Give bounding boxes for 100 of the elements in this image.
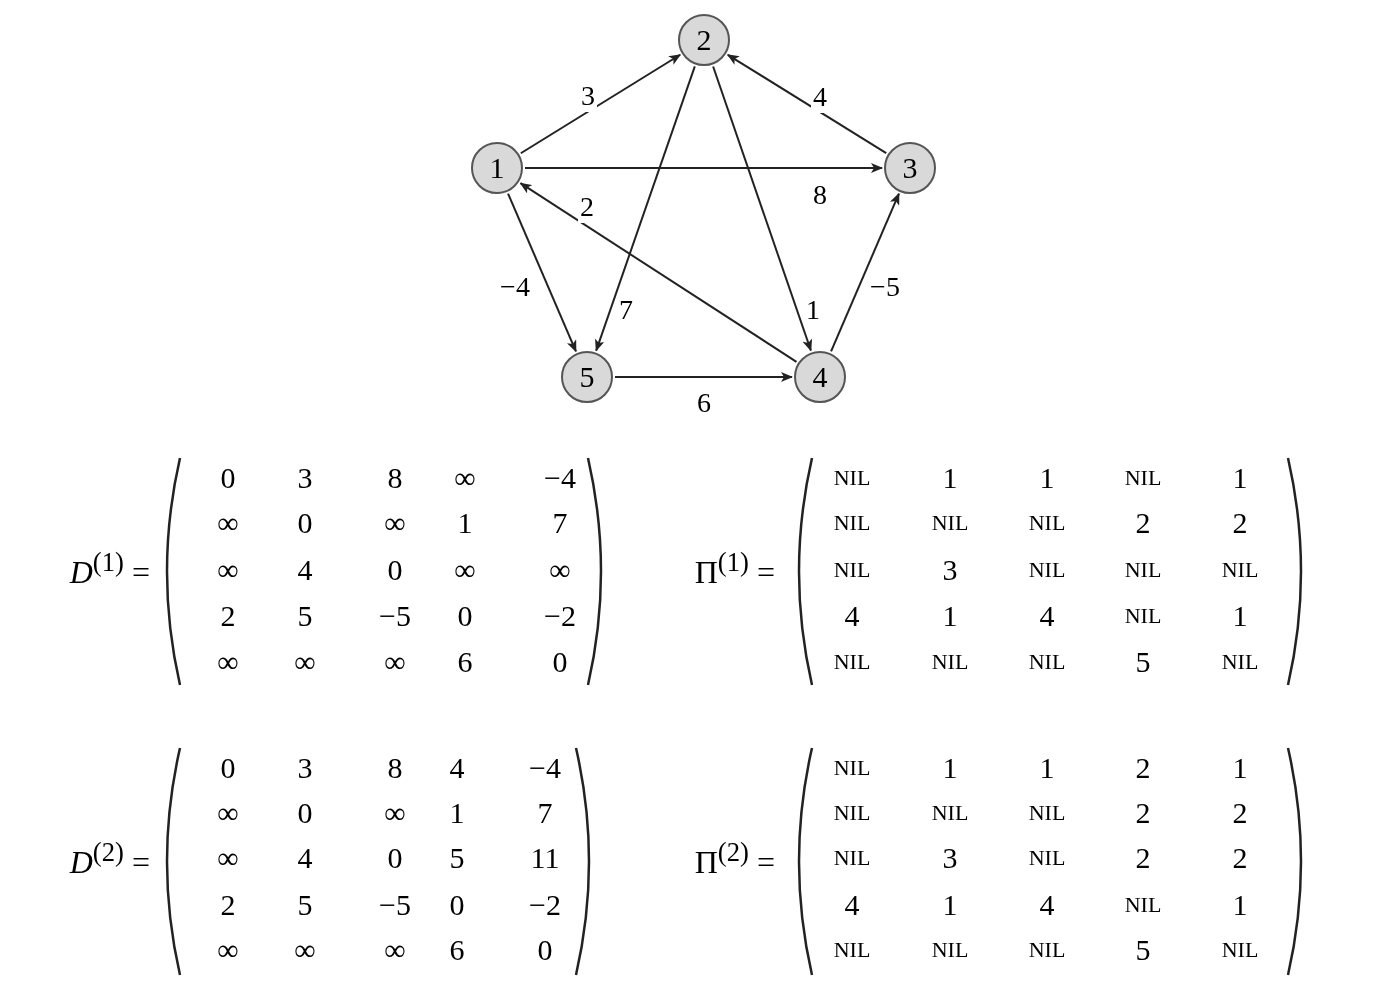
matrix-entry: NIL: [1028, 651, 1066, 673]
matrix-entry: 5: [1135, 647, 1151, 677]
matrix-entry: 1: [449, 798, 465, 828]
matrix-entry: 8: [387, 753, 403, 783]
matrix-entry: 1: [457, 508, 473, 538]
matrix-entry: 4: [1039, 601, 1055, 631]
matrix-entry: 2: [1135, 753, 1151, 783]
matrix-entry: −5: [379, 601, 411, 631]
vertex-circle: 3: [884, 142, 936, 194]
matrix-entry: ∞: [217, 555, 239, 585]
matrix-entry: 2: [1232, 843, 1248, 873]
matrix-name: D$^{(2)}$ =: [69, 836, 150, 881]
matrix-entry: NIL: [833, 802, 871, 824]
matrix-entry: −4: [529, 753, 561, 783]
arrow: [524, 163, 883, 173]
matrix-entry: 1: [1039, 463, 1055, 493]
matrix-name: Π$^{(2)}$ =: [694, 836, 775, 881]
matrix-name: Π$^{(1)}$ =: [694, 546, 775, 591]
matrix-entry: 6: [449, 935, 465, 965]
matrix-entry: 2: [1135, 508, 1151, 538]
arrow: [595, 65, 696, 352]
matrix-entry: NIL: [1124, 559, 1162, 581]
matrix-entry: ∞: [549, 555, 571, 585]
matrix-entry: 3: [297, 463, 313, 493]
matrix-entry: NIL: [1124, 894, 1162, 916]
matrix-entry: −4: [544, 463, 576, 493]
matrix-entry: 2: [220, 601, 236, 631]
matrix-entry: ∞: [217, 508, 239, 538]
matrix-entry: NIL: [1221, 651, 1259, 673]
vertex-circle: 2: [678, 14, 730, 66]
matrix-entry: ∞: [384, 798, 406, 828]
matrix-entry: NIL: [931, 939, 969, 961]
matrix-entry: 2: [220, 890, 236, 920]
matrix-entry: 4: [844, 890, 860, 920]
matrix-entry: 2: [1232, 798, 1248, 828]
matrix-entry: NIL: [1221, 939, 1259, 961]
matrix-entry: ∞: [454, 555, 476, 585]
matrix-entry: NIL: [1028, 512, 1066, 534]
matrix-entry: ∞: [384, 935, 406, 965]
matrix-entry: NIL: [931, 651, 969, 673]
matrix-entry: ∞: [217, 798, 239, 828]
matrix-entry: 3: [942, 555, 958, 585]
vertex-circle: 1: [471, 142, 523, 194]
arrow: [519, 53, 682, 155]
matrix-entry: 7: [537, 798, 553, 828]
matrix-entry: NIL: [833, 559, 871, 581]
matrix-entry: 4: [844, 601, 860, 631]
matrix-entry: −5: [379, 890, 411, 920]
matrix-entry: 4: [297, 843, 313, 873]
matrix-entry: ∞: [294, 647, 316, 677]
matrix-entry: 6: [457, 647, 473, 677]
matrix-entry: 0: [220, 463, 236, 493]
matrix-entry: NIL: [931, 802, 969, 824]
matrix-entry: 3: [942, 843, 958, 873]
matrix-entry: 0: [449, 890, 465, 920]
matrix-entry: 1: [1232, 601, 1248, 631]
matrix-entry: 1: [942, 601, 958, 631]
matrix-entry: NIL: [1124, 605, 1162, 627]
matrix-entry: 11: [530, 843, 560, 873]
matrix-entry: −2: [544, 601, 576, 631]
matrix-entry: ∞: [217, 843, 239, 873]
arrow: [712, 65, 813, 352]
matrix-entry: NIL: [1028, 939, 1066, 961]
matrix-entry: 0: [537, 935, 553, 965]
matrix-entry: ∞: [384, 647, 406, 677]
matrix-entry: ∞: [454, 463, 476, 493]
matrix-entry: NIL: [833, 757, 871, 779]
matrix-entry: 0: [297, 798, 313, 828]
matrix-entry: 4: [449, 753, 465, 783]
matrix-entry: 0: [297, 508, 313, 538]
arrow: [726, 53, 888, 155]
matrix-entry: NIL: [1028, 559, 1066, 581]
matrix-entry: 5: [297, 890, 313, 920]
matrix-entry: 2: [1135, 843, 1151, 873]
matrix-entry: 1: [942, 753, 958, 783]
matrix-entry: 0: [457, 601, 473, 631]
matrix-entry: 1: [1232, 753, 1248, 783]
matrix-entry: 0: [387, 555, 403, 585]
matrix-entry: ∞: [294, 935, 316, 965]
matrix-entry: NIL: [931, 512, 969, 534]
matrix-entry: 4: [1039, 890, 1055, 920]
arrow: [830, 192, 900, 353]
matrix-entry: NIL: [1028, 847, 1066, 869]
matrix-entry: 0: [552, 647, 568, 677]
matrix-entry: 1: [942, 463, 958, 493]
matrix-entry: ∞: [217, 935, 239, 965]
matrix-entry: NIL: [1221, 559, 1259, 581]
matrix-entry: 5: [449, 843, 465, 873]
vertex-circle: 5: [561, 351, 613, 403]
matrix-entry: 5: [297, 601, 313, 631]
matrix-entry: 1: [1232, 463, 1248, 493]
matrix-name: D$^{(1)}$ =: [69, 546, 150, 591]
matrix-entry: 2: [1135, 798, 1151, 828]
matrix-entry: 2: [1232, 508, 1248, 538]
matrix-entry: 0: [387, 843, 403, 873]
matrix-entry: NIL: [1028, 802, 1066, 824]
matrix-entry: 3: [297, 753, 313, 783]
matrix-entry: 1: [1232, 890, 1248, 920]
matrix-entry: 1: [942, 890, 958, 920]
arrow: [519, 182, 798, 363]
